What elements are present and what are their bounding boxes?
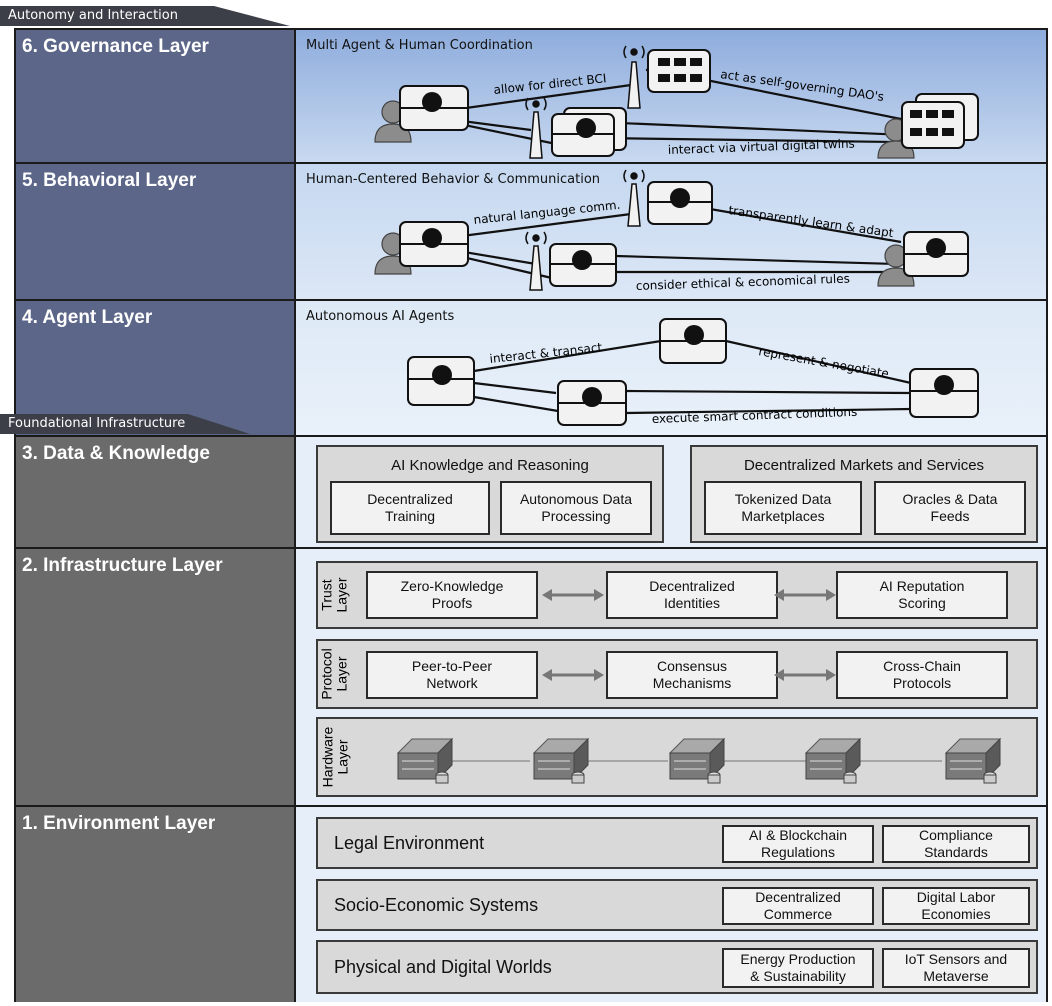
row-label: Physical and Digital Worlds bbox=[334, 957, 552, 977]
infrastructure-layer-header: 2. Infrastructure Layer bbox=[16, 549, 294, 807]
link-label: allow for direct BCI bbox=[493, 71, 607, 97]
agent-network-graphic: interact & transact represent & negotiat… bbox=[407, 318, 979, 426]
hardware-servers-graphic bbox=[396, 737, 1002, 784]
row-label: Protocol Layer bbox=[319, 648, 351, 700]
layer-title: 5. Behavioral Layer bbox=[22, 170, 197, 191]
database-agent-icon bbox=[659, 318, 727, 364]
consensus-mechanisms-box: Consensus Mechanisms bbox=[606, 651, 778, 699]
environment-panel: Legal Environment AI & Blockchain Regula… bbox=[294, 807, 1046, 1002]
database-agent-icon bbox=[407, 356, 475, 406]
group-title: Decentralized Markets and Services bbox=[743, 457, 985, 474]
autonomy-interaction-tab: Autonomy and Interaction bbox=[0, 6, 290, 26]
layer-title: 3. Data & Knowledge bbox=[22, 443, 210, 464]
compliance-standards-box: Compliance Standards bbox=[882, 825, 1030, 863]
energy-production-box: Energy Production & Sustainability bbox=[722, 948, 874, 988]
database-agent-icon bbox=[399, 221, 469, 267]
bidirectional-arrow-icon bbox=[542, 669, 604, 681]
data-knowledge-panel: AI Knowledge and Reasoning Decentralized… bbox=[294, 437, 1046, 549]
database-agent-icon bbox=[647, 181, 713, 225]
link-label: represent & negotiate bbox=[757, 344, 890, 381]
protocol-layer-row: Protocol Layer Peer-to-Peer Network Cons… bbox=[316, 639, 1038, 709]
peer-to-peer-network-box: Peer-to-Peer Network bbox=[366, 651, 538, 699]
environment-layer-header: 1. Environment Layer bbox=[16, 807, 294, 1002]
behavioral-layer-header: 5. Behavioral Layer bbox=[16, 164, 294, 301]
link-label: transparently learn & adapt bbox=[728, 203, 895, 240]
database-dao-icon bbox=[901, 93, 979, 149]
foundational-infrastructure-tab: Foundational Infrastructure bbox=[0, 414, 250, 434]
group-title: AI Knowledge and Reasoning bbox=[391, 457, 589, 474]
antenna-icon bbox=[525, 231, 547, 291]
zero-knowledge-proofs-box: Zero-Knowledge Proofs bbox=[366, 571, 538, 619]
infrastructure-panel: Trust Layer Zero-Knowledge Proofs Decent… bbox=[294, 549, 1046, 807]
layer-title: 1. Environment Layer bbox=[22, 813, 216, 834]
link-label: consider ethical & economical rules bbox=[636, 272, 850, 293]
antenna-icon bbox=[623, 45, 645, 109]
tokenized-data-marketplaces-box: Tokenized Data Marketplaces bbox=[704, 481, 862, 535]
row-label: Legal Environment bbox=[334, 833, 485, 853]
database-agent-icon bbox=[909, 368, 979, 418]
server-icon bbox=[804, 737, 862, 784]
antenna-icon bbox=[525, 97, 547, 159]
server-icon bbox=[396, 737, 454, 784]
row-label: Trust Layer bbox=[319, 577, 350, 613]
decentralized-commerce-box: Decentralized Commerce bbox=[722, 887, 874, 925]
oracles-data-feeds-box: Oracles & Data Feeds bbox=[874, 481, 1026, 535]
server-icon bbox=[668, 737, 726, 784]
layer-title: 4. Agent Layer bbox=[22, 307, 153, 328]
legal-environment-row: Legal Environment AI & Blockchain Regula… bbox=[316, 817, 1038, 869]
hardware-layer-row: Hardware Layer bbox=[316, 717, 1038, 797]
data-knowledge-layer-header: 3. Data & Knowledge bbox=[16, 437, 294, 549]
behavioral-network-graphic: natural language comm. transparently lea… bbox=[374, 169, 969, 293]
row-label: Socio-Economic Systems bbox=[334, 895, 539, 915]
bidirectional-arrow-icon bbox=[542, 589, 604, 601]
link-label: interact & transact bbox=[489, 340, 603, 366]
section-subtitle: Human-Centered Behavior & Communication bbox=[306, 172, 601, 187]
decentralized-markets-group: Decentralized Markets and Services Token… bbox=[690, 445, 1038, 543]
behavioral-layer-panel: Human-Centered Behavior & Communication … bbox=[294, 164, 1046, 301]
link-label: execute smart contract conditions bbox=[652, 405, 858, 426]
database-agent-icon bbox=[903, 231, 969, 277]
database-dao-icon bbox=[647, 49, 711, 93]
socio-economic-row: Socio-Economic Systems Decentralized Com… bbox=[316, 879, 1038, 931]
trust-layer-row: Trust Layer Zero-Knowledge Proofs Decent… bbox=[316, 561, 1038, 629]
cross-chain-protocols-box: Cross-Chain Protocols bbox=[836, 651, 1008, 699]
antenna-icon bbox=[623, 169, 645, 227]
governance-network-graphic: allow for direct BCI act as self-governi… bbox=[374, 45, 979, 159]
server-icon bbox=[532, 737, 590, 784]
iot-sensors-metaverse-box: IoT Sensors and Metaverse bbox=[882, 948, 1030, 988]
database-agent-icon bbox=[399, 85, 469, 131]
section-subtitle: Multi Agent & Human Coordination bbox=[306, 38, 533, 53]
database-agent-icon bbox=[551, 107, 627, 157]
ai-reputation-scoring-box: AI Reputation Scoring bbox=[836, 571, 1008, 619]
layer-title: 2. Infrastructure Layer bbox=[22, 555, 223, 576]
decentralized-identities-box: Decentralized Identities bbox=[606, 571, 778, 619]
database-agent-icon bbox=[549, 243, 617, 287]
server-icon bbox=[944, 737, 1002, 784]
decentralized-training-box: Decentralized Training bbox=[330, 481, 490, 535]
governance-layer-header: 6. Governance Layer bbox=[16, 30, 294, 164]
link-label: natural language comm. bbox=[473, 198, 621, 227]
layer-title: 6. Governance Layer bbox=[22, 36, 209, 57]
ai-blockchain-regulations-box: AI & Blockchain Regulations bbox=[722, 825, 874, 863]
ai-knowledge-group: AI Knowledge and Reasoning Decentralized… bbox=[316, 445, 664, 543]
bidirectional-arrow-icon bbox=[774, 589, 836, 601]
database-agent-icon bbox=[557, 380, 627, 426]
autonomous-data-processing-box: Autonomous Data Processing bbox=[500, 481, 652, 535]
bidirectional-arrow-icon bbox=[774, 669, 836, 681]
agent-layer-panel: Autonomous AI Agents interact & transact… bbox=[294, 301, 1046, 437]
governance-layer-panel: Multi Agent & Human Coordination allow f… bbox=[294, 30, 1046, 164]
section-subtitle: Autonomous AI Agents bbox=[306, 309, 455, 324]
link-label: interact via virtual digital twins bbox=[668, 136, 855, 157]
physical-digital-worlds-row: Physical and Digital Worlds Energy Produ… bbox=[316, 940, 1038, 994]
digital-labor-economies-box: Digital Labor Economies bbox=[882, 887, 1030, 925]
